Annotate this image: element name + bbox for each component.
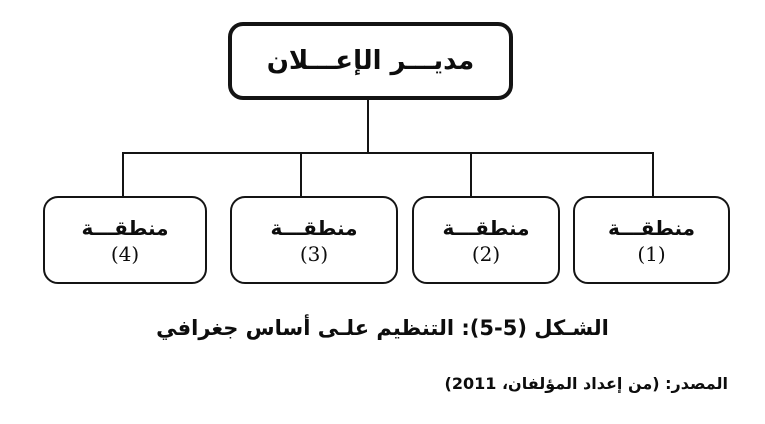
region-2-number: (2) xyxy=(471,241,501,266)
region-3-label: منطقـــة xyxy=(270,215,358,240)
root-box-label: مديـــر الإعـــلان xyxy=(266,46,475,76)
region-box-1: منطقـــة (1) xyxy=(573,196,730,284)
figure-caption: الشـكل (5-5): التنظيم علـى أساس جغرافي xyxy=(156,316,609,340)
connector-drop-region-4 xyxy=(122,153,124,197)
figure-source: المصدر: (من إعداد المؤلفان، 2011) xyxy=(444,374,728,393)
region-1-number: (1) xyxy=(637,241,666,266)
org-chart-root-box: مديـــر الإعـــلان xyxy=(228,22,513,100)
region-4-number: (4) xyxy=(110,241,140,266)
region-4-label: منطقـــة xyxy=(81,215,169,240)
region-box-3: منطقـــة (3) xyxy=(230,196,398,284)
connector-drop-region-1 xyxy=(652,153,654,197)
region-1-label: منطقـــة xyxy=(607,215,696,240)
connector-drop-region-2 xyxy=(470,153,472,197)
region-2-label: منطقـــة xyxy=(442,215,530,240)
region-3-number: (3) xyxy=(299,241,329,266)
connector-horizontal-rail xyxy=(122,152,654,154)
connector-drop-region-3 xyxy=(300,153,302,197)
region-box-4: منطقـــة (4) xyxy=(43,196,207,284)
connector-root-vertical xyxy=(367,100,369,153)
region-box-2: منطقـــة (2) xyxy=(412,196,560,284)
